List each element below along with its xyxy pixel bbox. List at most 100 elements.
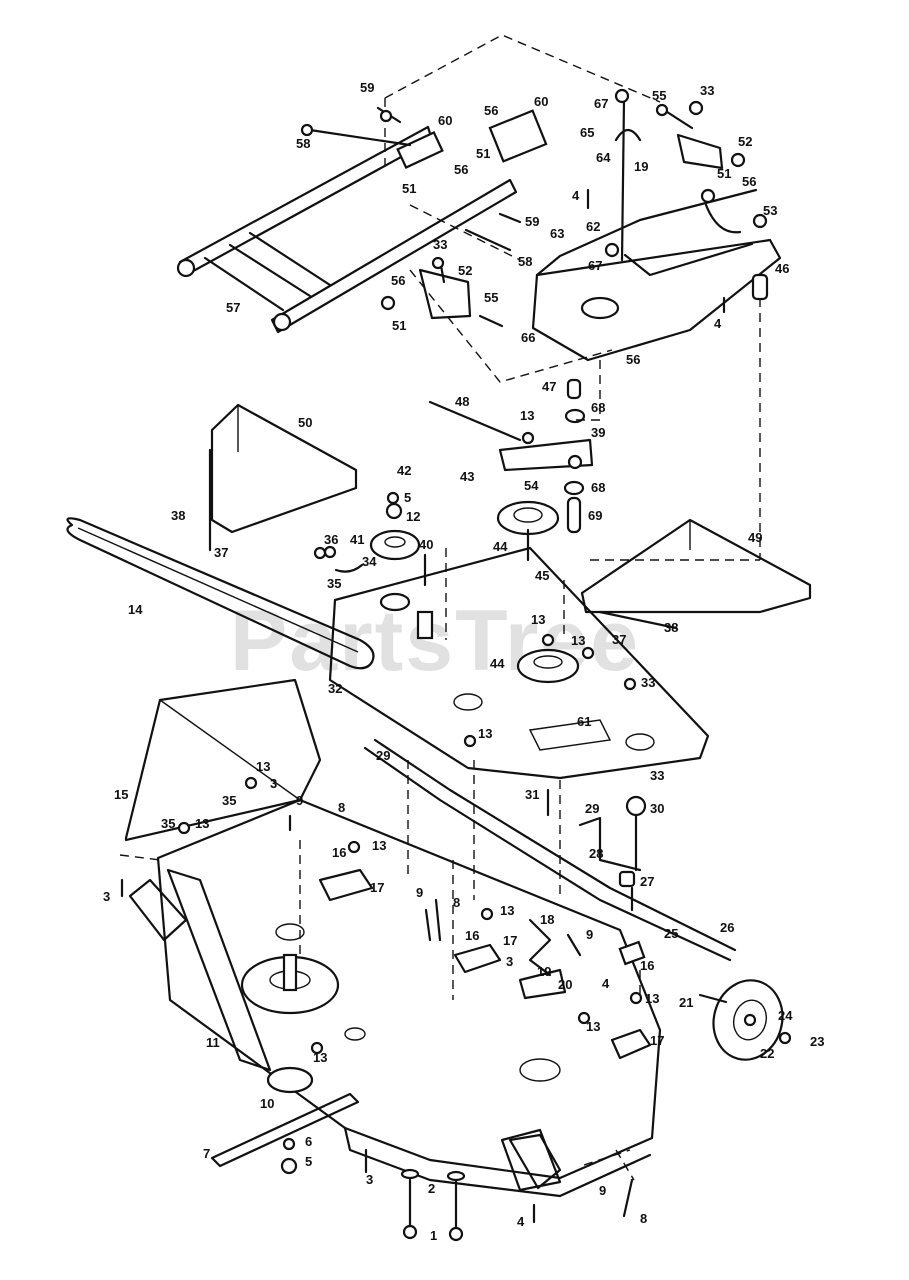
part-callout: 9 bbox=[586, 927, 593, 942]
part-callout: 13 bbox=[372, 838, 386, 853]
part-callout: 1 bbox=[430, 1228, 437, 1243]
part-callout: 22 bbox=[760, 1046, 774, 1061]
part-callout: 46 bbox=[775, 261, 789, 276]
part-callout: 33 bbox=[641, 675, 655, 690]
drive-belt bbox=[66, 517, 375, 670]
part-callout: 54 bbox=[524, 478, 539, 493]
part-callout: 23 bbox=[810, 1034, 824, 1049]
part-callout: 17 bbox=[650, 1033, 664, 1048]
part-callout: 61 bbox=[577, 714, 591, 729]
part-callout: 34 bbox=[362, 554, 377, 569]
part-callout: 17 bbox=[503, 933, 517, 948]
part-callout: 59 bbox=[525, 214, 539, 229]
part-callout: 67 bbox=[594, 96, 608, 111]
part-callout: 13 bbox=[500, 903, 514, 918]
part-callout: 56 bbox=[742, 174, 756, 189]
part-callout: 38 bbox=[171, 508, 185, 523]
part-callout: 65 bbox=[580, 125, 594, 140]
part-callout: 2 bbox=[428, 1181, 435, 1196]
part-callout: 30 bbox=[650, 801, 664, 816]
part-callout: 51 bbox=[392, 318, 406, 333]
part-callout: 57 bbox=[226, 300, 240, 315]
part-callout: 8 bbox=[453, 895, 460, 910]
part-callout: 24 bbox=[778, 1008, 793, 1023]
part-callout: 68 bbox=[591, 480, 605, 495]
part-callout: 51 bbox=[717, 166, 731, 181]
part-callout: 10 bbox=[260, 1096, 274, 1111]
part-callout: 67 bbox=[588, 258, 602, 273]
spindle-assembly bbox=[166, 868, 360, 1175]
part-callout: 56 bbox=[626, 352, 640, 367]
part-callout: 28 bbox=[589, 846, 603, 861]
part-callout: 13 bbox=[586, 1019, 600, 1034]
height-adjust-lever bbox=[578, 795, 647, 912]
part-callout: 13 bbox=[645, 991, 659, 1006]
part-callout: 16 bbox=[640, 958, 654, 973]
part-callout: 3 bbox=[366, 1172, 373, 1187]
part-callout: 13 bbox=[256, 759, 270, 774]
part-callout: 56 bbox=[454, 162, 468, 177]
part-callout: 60 bbox=[534, 94, 548, 109]
alignment-lines bbox=[119, 360, 760, 1181]
part-callout: 8 bbox=[640, 1211, 647, 1226]
part-callout: 4 bbox=[602, 976, 610, 991]
part-callout: 6 bbox=[305, 1134, 312, 1149]
part-callout: 36 bbox=[324, 532, 338, 547]
part-callout: 9 bbox=[416, 885, 423, 900]
part-callout: 21 bbox=[679, 995, 693, 1010]
part-callout: 11 bbox=[206, 1035, 220, 1050]
part-callout: 56 bbox=[484, 103, 498, 118]
part-callout: 43 bbox=[460, 469, 474, 484]
part-callout: 66 bbox=[521, 330, 535, 345]
part-callout: 29 bbox=[376, 748, 390, 763]
part-callout: 64 bbox=[596, 150, 611, 165]
part-callout: 13 bbox=[195, 816, 209, 831]
part-callout: 39 bbox=[591, 425, 605, 440]
deflector-rod bbox=[128, 738, 737, 1190]
mower-deck bbox=[156, 798, 662, 1198]
part-callout: 13 bbox=[571, 633, 585, 648]
belt-guard-left bbox=[208, 403, 358, 552]
part-callout: 33 bbox=[700, 83, 714, 98]
part-callout: 63 bbox=[550, 226, 564, 241]
part-callout: 4 bbox=[572, 188, 580, 203]
gauge-wheel bbox=[698, 979, 792, 1061]
part-callout: 42 bbox=[397, 463, 411, 478]
part-callout: 33 bbox=[650, 768, 664, 783]
part-callout: 4 bbox=[517, 1214, 525, 1229]
discharge-chute bbox=[124, 678, 322, 842]
part-callout: 12 bbox=[406, 509, 420, 524]
part-callout: 50 bbox=[298, 415, 312, 430]
part-callout: 27 bbox=[640, 874, 654, 889]
hitch-frame-assembly bbox=[176, 34, 661, 383]
part-callout: 29 bbox=[585, 801, 599, 816]
part-callout: 16 bbox=[332, 845, 346, 860]
part-callout: 52 bbox=[458, 263, 472, 278]
part-callout: 20 bbox=[558, 977, 572, 992]
part-callout: 47 bbox=[542, 379, 556, 394]
part-callout: 41 bbox=[350, 532, 364, 547]
belt-guard-right bbox=[580, 518, 812, 630]
part-callout: 25 bbox=[664, 926, 678, 941]
deck-top-plate bbox=[328, 546, 710, 780]
part-callout: 3 bbox=[506, 954, 513, 969]
part-callout: 69 bbox=[588, 508, 602, 523]
part-callout: 44 bbox=[493, 539, 508, 554]
part-callout: 52 bbox=[738, 134, 752, 149]
part-callout: 4 bbox=[714, 316, 722, 331]
part-callout: 44 bbox=[490, 656, 505, 671]
part-callout: 68 bbox=[591, 400, 605, 415]
part-callout: 32 bbox=[328, 681, 342, 696]
part-callout: 15 bbox=[114, 787, 128, 802]
part-callout: 56 bbox=[391, 273, 405, 288]
part-callout: 13 bbox=[520, 408, 534, 423]
part-callout: 5 bbox=[404, 490, 411, 505]
part-callout: 19 bbox=[634, 159, 648, 174]
part-callout: 19 bbox=[537, 964, 551, 979]
part-callout: 13 bbox=[313, 1050, 327, 1065]
part-callout: 31 bbox=[525, 787, 539, 802]
hardware bbox=[120, 633, 643, 1242]
part-callout: 37 bbox=[612, 632, 626, 647]
